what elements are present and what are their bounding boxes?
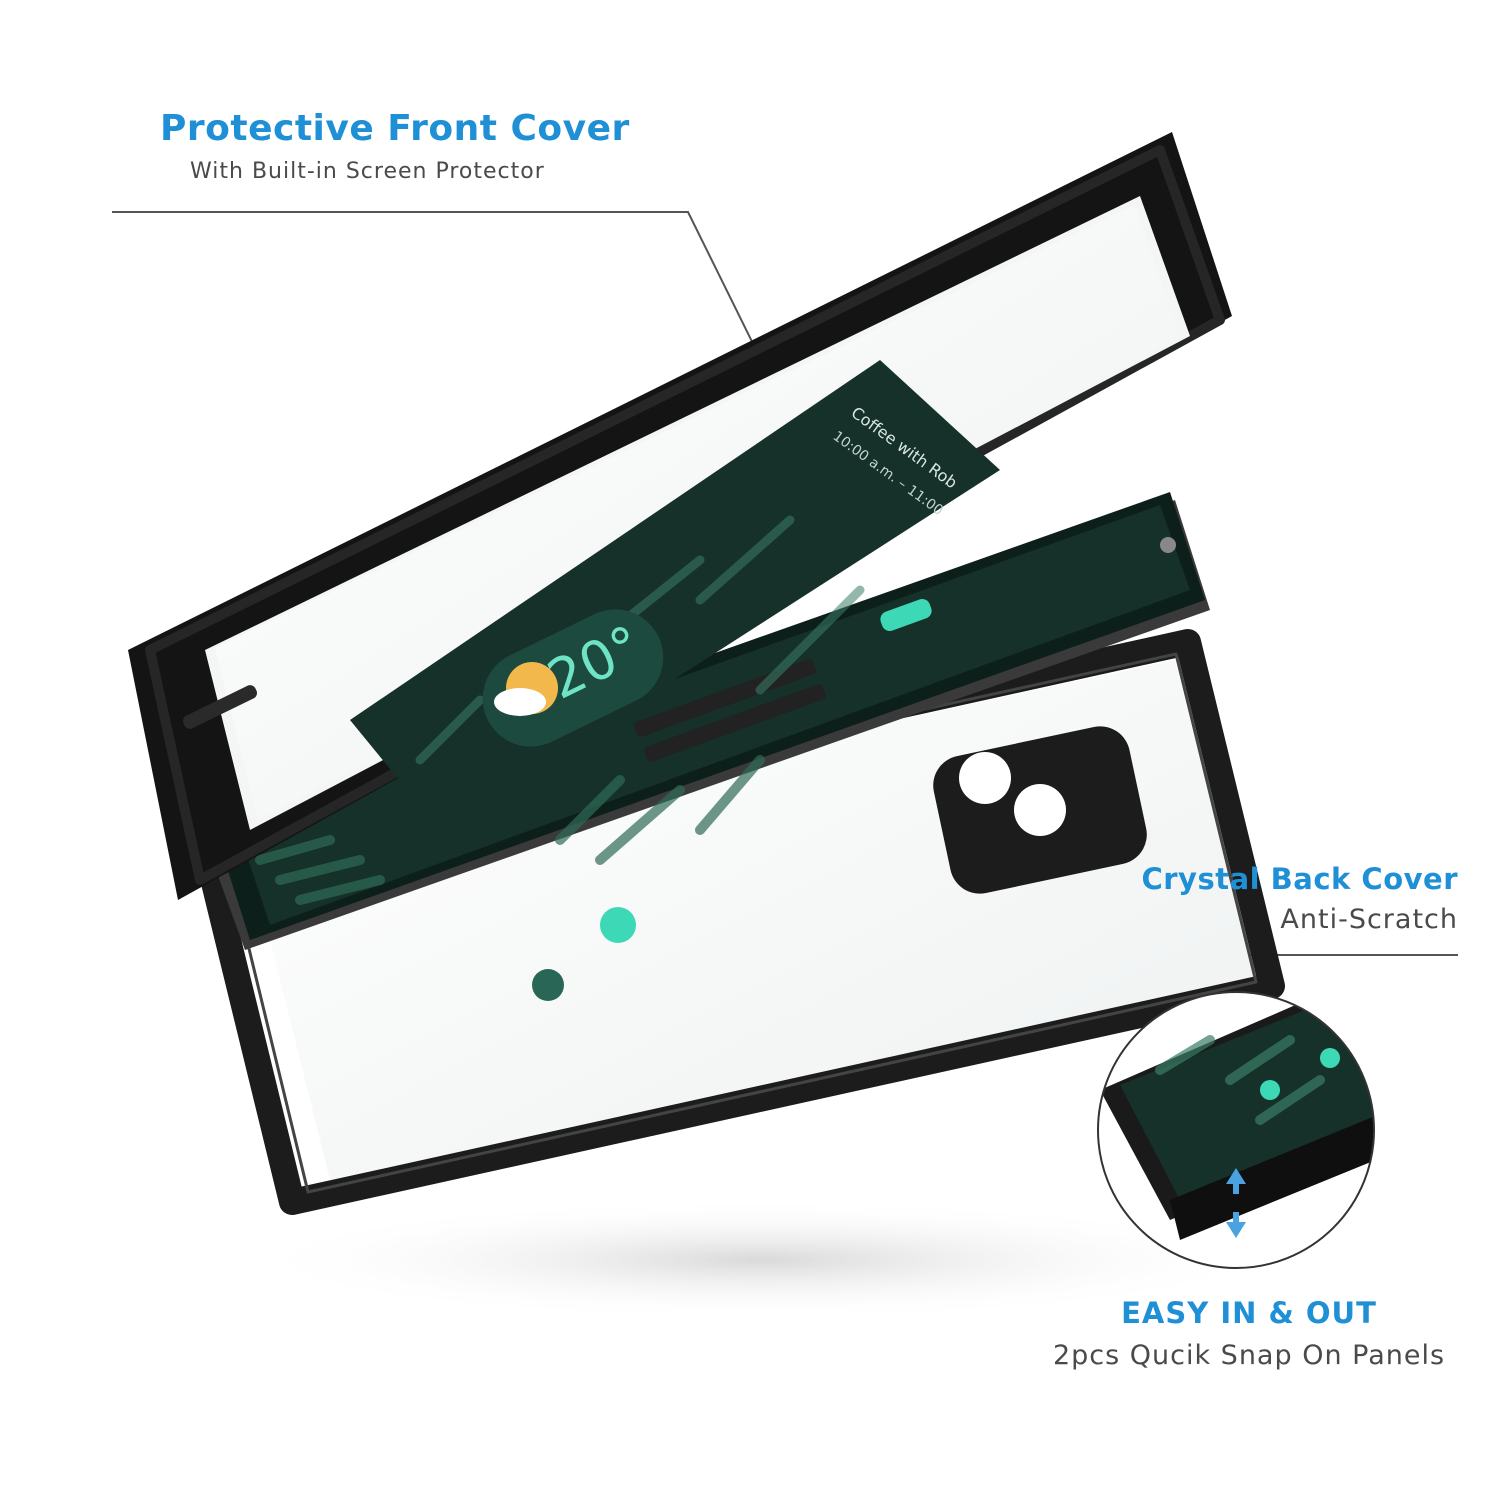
back-cover-title: Crystal Back Cover xyxy=(1141,862,1458,896)
snap-title: EASY IN & OUT xyxy=(1121,1296,1377,1330)
back-cover xyxy=(195,629,1285,1215)
app-icon xyxy=(600,907,636,943)
front-cover-leader-line xyxy=(112,211,771,379)
snap-subtitle: 2pcs Qucik Snap On Panels xyxy=(1052,1340,1446,1371)
back-cover-subtitle: Anti-Scratch xyxy=(1280,904,1458,935)
front-cover-title: Protective Front Cover xyxy=(160,108,630,149)
front-camera-icon xyxy=(1160,537,1176,553)
front-cover-subtitle: With Built-in Screen Protector xyxy=(190,159,545,184)
up-down-arrow-icon xyxy=(1226,1168,1246,1238)
zoom-detail xyxy=(1097,991,1375,1269)
phone xyxy=(205,492,1210,1001)
back-cover-callout: Crystal Back Cover Anti-Scratch xyxy=(1141,862,1458,935)
camera-cutout xyxy=(1014,784,1066,836)
snap-callout: EASY IN & OUT 2pcs Qucik Snap On Panels xyxy=(1034,1296,1464,1371)
front-cover-callout: Protective Front Cover With Built-in Scr… xyxy=(160,108,630,184)
front-cover xyxy=(128,132,1232,900)
camera-cutout xyxy=(959,752,1011,804)
ground-shadow xyxy=(240,1200,1280,1320)
app-icon xyxy=(532,969,564,1001)
